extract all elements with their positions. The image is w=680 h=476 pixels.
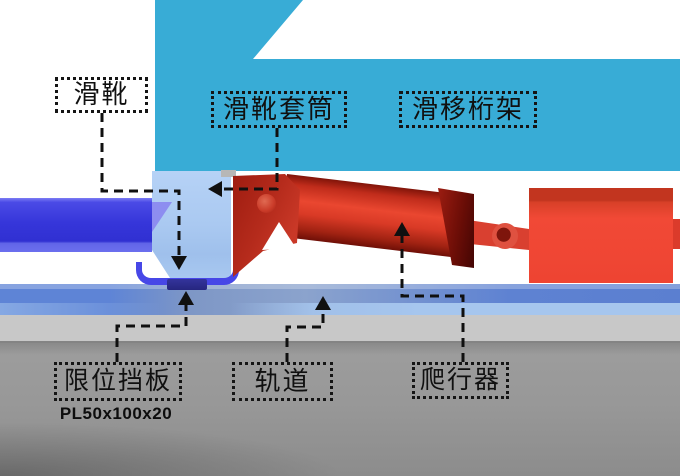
crawler-cylinder-shape: [279, 174, 472, 259]
callout-limit-stop-plate-text: 限位挡板: [63, 368, 172, 395]
track-base-strip: [0, 315, 680, 341]
limit-stop-plate-shape: [167, 279, 207, 290]
callout-slide-shoe-text: 滑靴: [73, 80, 130, 109]
clevis-pin-boss: [257, 194, 276, 213]
track-rail-highlight: [0, 284, 680, 289]
blue-beam-shape: [0, 198, 152, 252]
callout-slide-shoe-sleeve: 滑靴套筒: [211, 91, 347, 128]
crawler-anchor-block-shape: [529, 188, 673, 283]
callout-limit-stop-plate: 限位挡板: [54, 362, 182, 401]
callout-track-text: 轨道: [254, 366, 311, 396]
plate-spec-text: PL50x100x20: [59, 404, 173, 423]
crawler-clevis-shape: [233, 174, 300, 277]
anchor-block-side-tab: [673, 219, 680, 249]
callout-slide-shoe-sleeve-text: 滑靴套筒: [222, 94, 335, 124]
callout-crawler-text: 爬行器: [419, 367, 501, 394]
sleeve-top-plate: [221, 170, 236, 177]
callout-sliding-truss-text: 滑移桁架: [411, 94, 524, 124]
callout-track: 轨道: [232, 362, 333, 401]
callout-sliding-truss: 滑移桁架: [399, 91, 537, 128]
link-pin-ring: [492, 223, 518, 249]
callout-crawler: 爬行器: [412, 362, 509, 399]
callout-slide-shoe: 滑靴: [55, 77, 148, 113]
sliding-truss-shape: [155, 0, 680, 171]
